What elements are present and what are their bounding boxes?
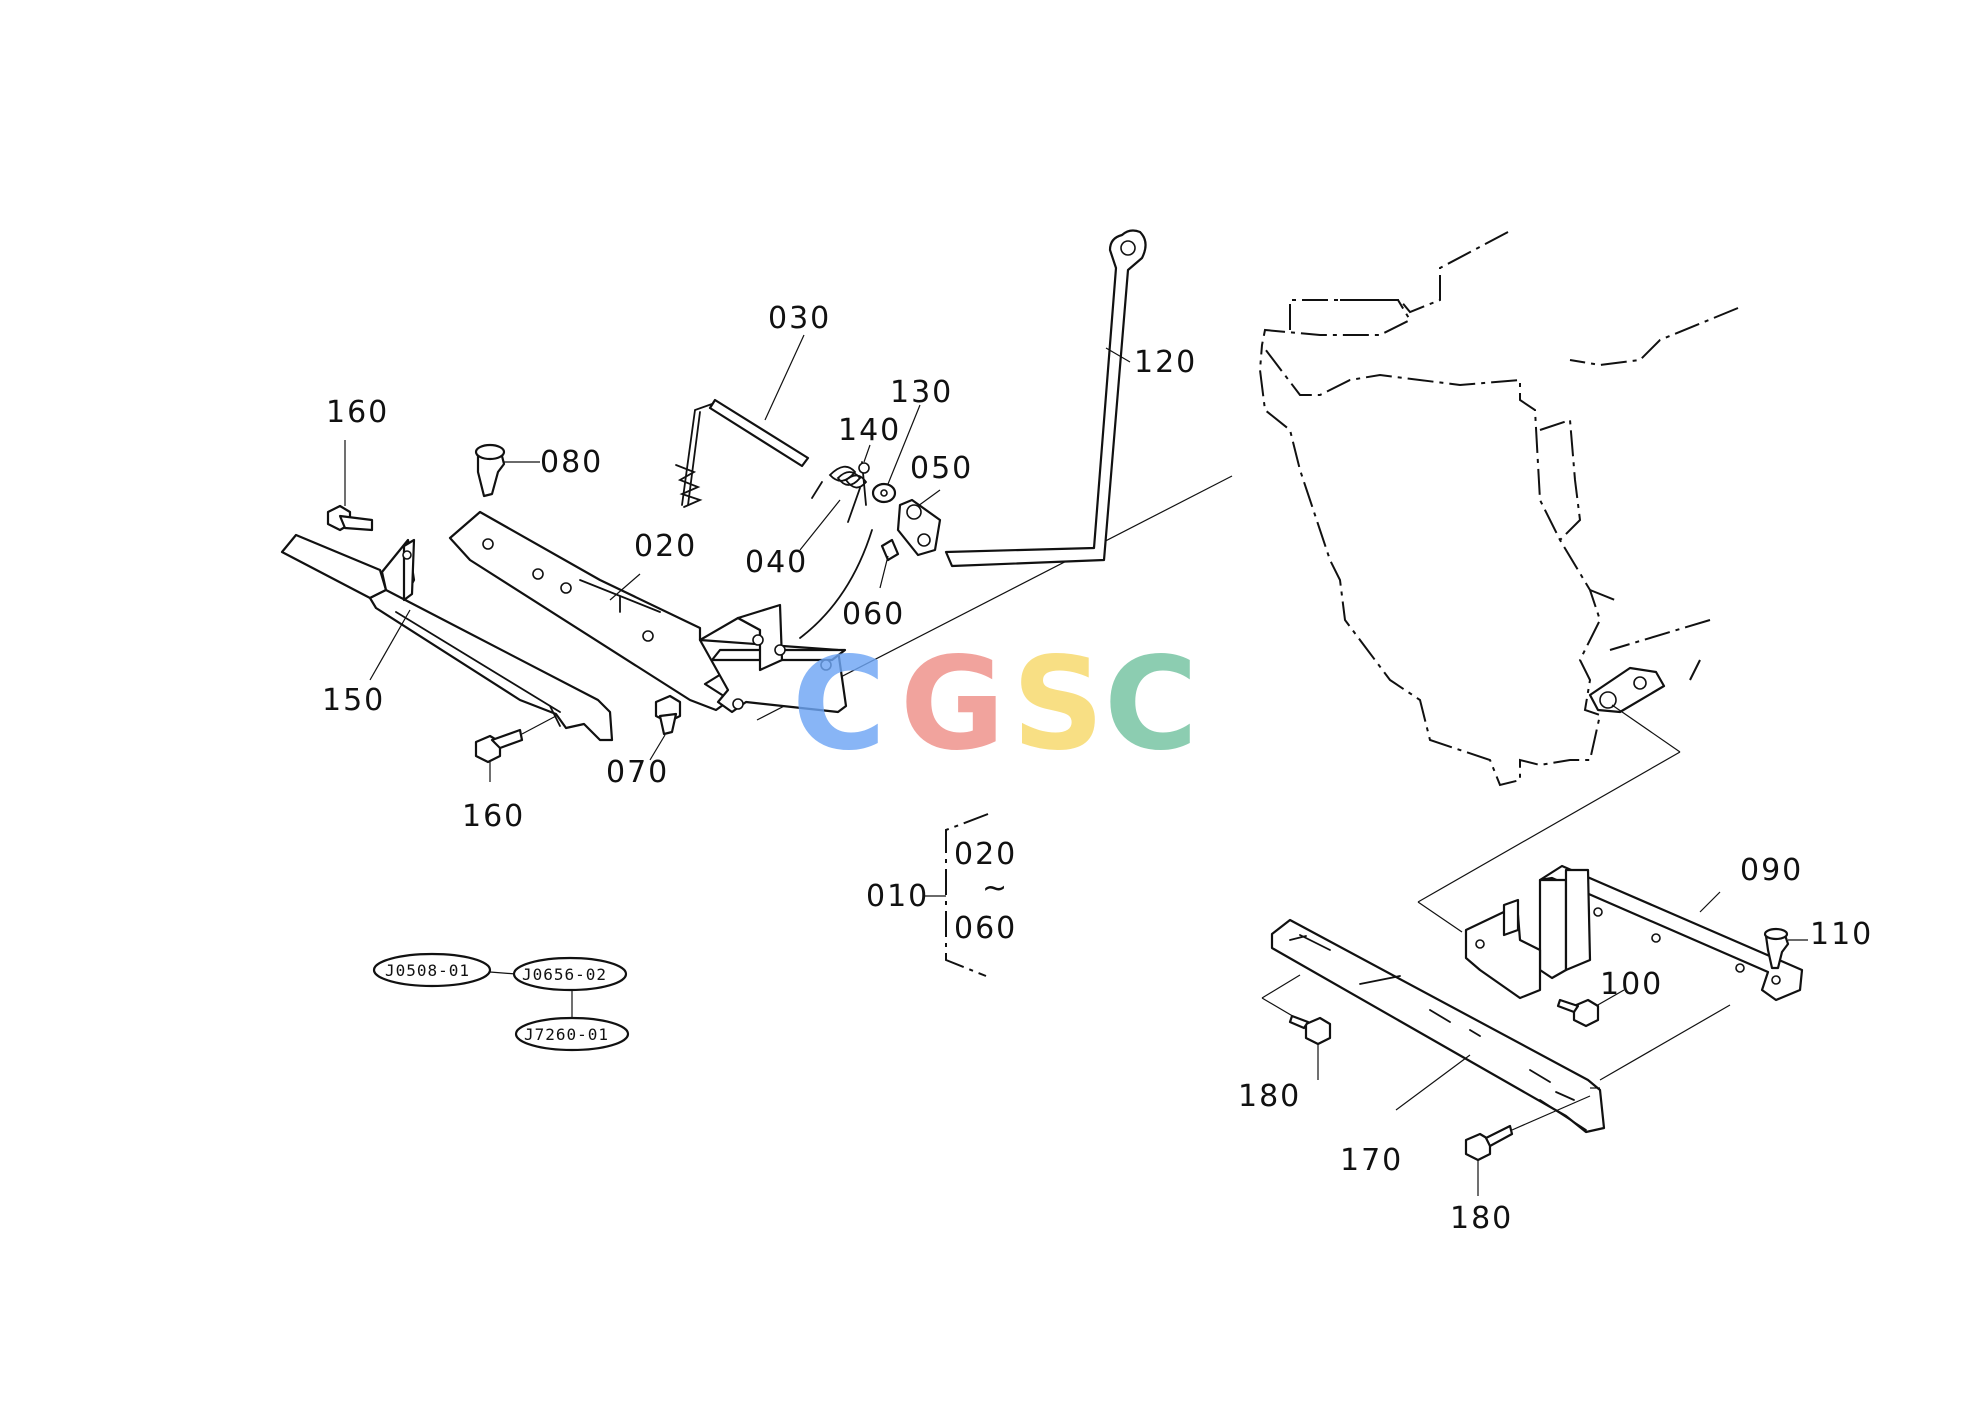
part-160-bolt-bottom <box>474 715 557 782</box>
watermark-cgsc: C G S C <box>792 630 1198 779</box>
range-end-060: 060 <box>954 911 1017 946</box>
watermark-letter-c1: C <box>792 630 886 779</box>
ref-code-1: J0508-01 <box>385 961 470 980</box>
engine-boss <box>1588 666 1666 714</box>
part-130-washer <box>871 482 897 504</box>
callout-010: 010 <box>866 879 929 914</box>
watermark-letter-s: S <box>1012 630 1104 779</box>
callout-040: 040 <box>745 545 808 580</box>
range-tilde: ~ <box>982 871 1009 906</box>
part-070-bolt <box>649 694 682 761</box>
leader-lines <box>369 334 1721 1111</box>
part-180-bolt-bottom <box>1464 1095 1591 1196</box>
callout-060: 060 <box>842 597 905 632</box>
callout-120: 120 <box>1134 345 1197 380</box>
callout-160-bottom: 160 <box>462 799 525 834</box>
callout-100: 100 <box>1600 967 1663 1002</box>
engine-outline <box>1258 231 1739 787</box>
part-140-pin <box>858 461 870 506</box>
callout-170: 170 <box>1340 1143 1403 1178</box>
watermark-letter-c2: C <box>1104 630 1198 779</box>
callout-150: 150 <box>322 683 385 718</box>
range-start-020: 020 <box>954 837 1017 872</box>
reference-codes: J0508-01 J0656-02 J7260-01 <box>372 952 630 1052</box>
part-050-lever <box>896 498 942 557</box>
part-160-bolt-top <box>326 440 374 532</box>
callout-110: 110 <box>1810 917 1873 952</box>
callout-140: 140 <box>838 413 901 448</box>
part-180-bolt-left <box>1288 1014 1332 1080</box>
callout-labels: 030 140 130 050 040 060 120 080 020 160 … <box>322 301 1873 1236</box>
callout-070: 070 <box>606 755 669 790</box>
callout-180-left: 180 <box>1238 1079 1301 1114</box>
part-150-bracket <box>280 533 614 742</box>
part-100-bolt <box>1556 989 1625 1028</box>
callout-180-bottom: 180 <box>1450 1201 1513 1236</box>
part-170-plate <box>1270 918 1606 1134</box>
callout-160-top: 160 <box>326 395 389 430</box>
spring-connector-line <box>799 529 873 639</box>
assembly-group-010: 010 020 ~ 060 <box>866 813 1017 977</box>
ref-oval-1 <box>372 952 492 988</box>
callout-030: 030 <box>768 301 831 336</box>
ref-code-2: J0656-02 <box>522 965 607 984</box>
ref-oval-3 <box>514 1016 630 1052</box>
part-040-spring <box>811 465 868 523</box>
ref-code-3: J7260-01 <box>524 1025 609 1044</box>
part-060-key <box>880 538 900 562</box>
ref-oval-2 <box>512 956 628 992</box>
part-120-rod <box>944 229 1147 568</box>
part-110-cap <box>1763 927 1808 970</box>
callout-050: 050 <box>910 451 973 486</box>
callout-020: 020 <box>634 529 697 564</box>
part-080-cap <box>474 443 540 498</box>
part-090-bracket <box>1464 864 1804 1002</box>
part-020-bracket <box>448 510 848 714</box>
callout-080: 080 <box>540 445 603 480</box>
watermark-letter-g: G <box>900 630 1005 779</box>
part-030-rod <box>675 398 810 508</box>
callout-090: 090 <box>1740 853 1803 888</box>
callout-130: 130 <box>890 375 953 410</box>
